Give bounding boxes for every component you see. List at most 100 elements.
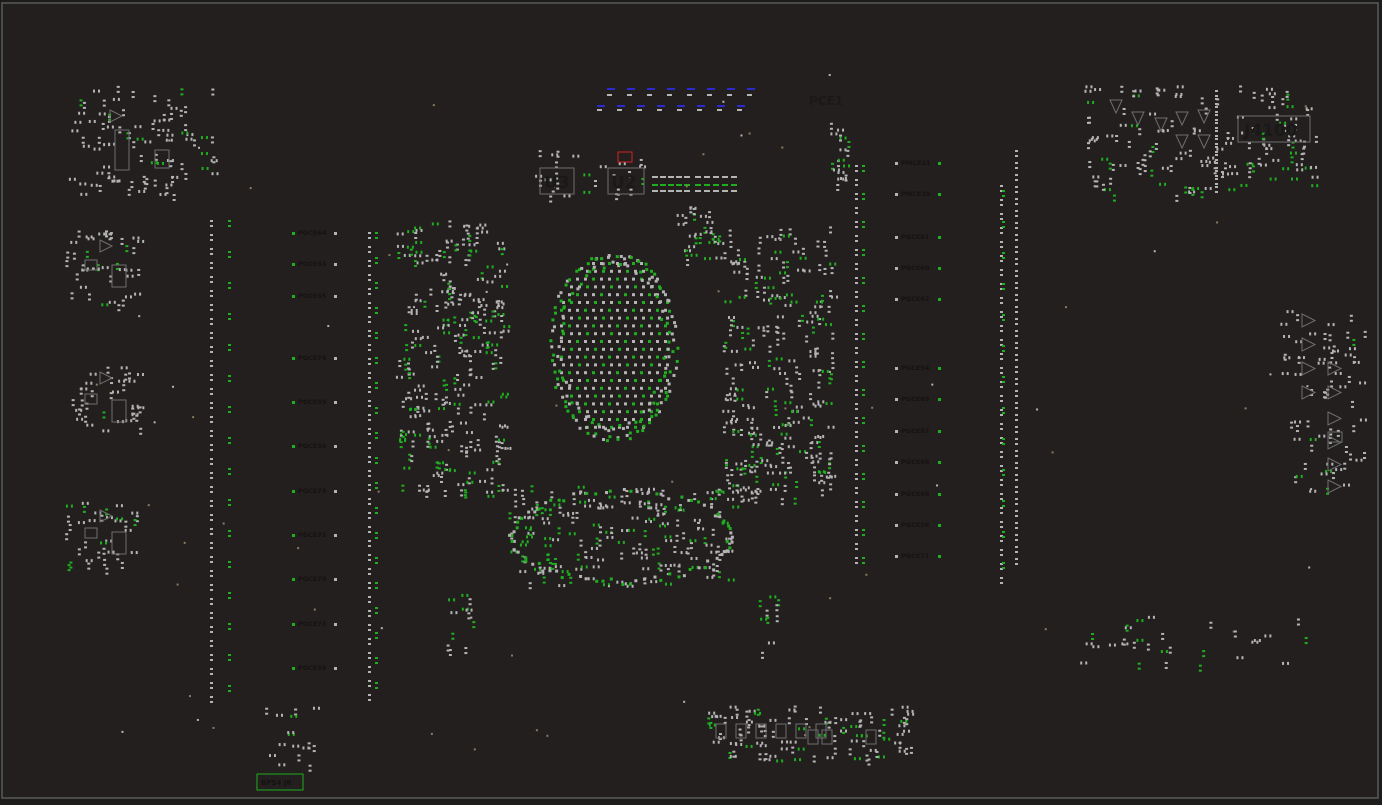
pad [368, 624, 371, 626]
pad [668, 184, 674, 186]
pad [634, 379, 637, 382]
pad [450, 611, 453, 615]
pad [307, 746, 310, 750]
pad [477, 298, 480, 302]
pad [1352, 430, 1356, 433]
designator-bottom-connector[interactable]: BPS4 JR [256, 773, 304, 791]
pad [427, 437, 431, 440]
pad [507, 329, 510, 333]
label-pgce74: PGCE74 [298, 354, 327, 362]
pad [228, 282, 231, 284]
designator-u3[interactable]: U3 [539, 167, 575, 195]
pad [408, 453, 412, 456]
pad [419, 433, 422, 437]
pad [617, 540, 620, 544]
pad [79, 392, 83, 395]
pad [789, 384, 793, 387]
pad [535, 506, 539, 509]
pad [601, 579, 605, 583]
pad [1198, 664, 1202, 667]
pad [132, 236, 135, 240]
pad [1215, 130, 1218, 132]
pad [88, 119, 91, 123]
pad [862, 529, 865, 531]
pad [767, 439, 771, 442]
pad [106, 371, 110, 374]
pad [450, 301, 454, 304]
pad [667, 355, 671, 359]
pad [1298, 437, 1301, 441]
pad [210, 458, 213, 460]
designator-u2[interactable]: U2 [607, 167, 645, 195]
pad [477, 301, 481, 304]
pad [469, 441, 473, 444]
pad [435, 466, 439, 469]
pad [410, 311, 413, 315]
pad [741, 325, 744, 329]
pad [621, 427, 625, 431]
pad [107, 172, 111, 175]
pad [689, 249, 692, 253]
pad [772, 641, 775, 645]
pad [210, 486, 213, 488]
pad [1200, 102, 1204, 105]
pad [167, 128, 170, 132]
pad [549, 537, 552, 541]
pad [776, 343, 780, 346]
pad [762, 286, 766, 289]
pad [608, 386, 611, 390]
pad [725, 367, 729, 370]
pad [592, 340, 595, 343]
pad [673, 546, 677, 549]
pad [618, 316, 621, 320]
label-pgce65: PGCE65 [298, 292, 327, 300]
pad [862, 557, 865, 559]
pad [1221, 147, 1224, 151]
label-pmce19: PMCE19 [901, 190, 931, 198]
pad [1359, 381, 1362, 385]
pad [677, 105, 685, 107]
pad [1295, 117, 1298, 121]
pad [453, 287, 456, 291]
pad [1329, 428, 1333, 431]
pad [1015, 438, 1018, 440]
pad [1015, 534, 1018, 536]
pad [730, 421, 733, 425]
pad [210, 528, 213, 530]
pad [114, 519, 117, 523]
pad [151, 123, 155, 126]
designator-pce1[interactable]: PCE1 [809, 94, 843, 108]
pad [723, 716, 727, 719]
pad [643, 535, 647, 538]
pad [647, 500, 651, 503]
pad [1170, 125, 1174, 128]
pad [584, 551, 588, 554]
pad [424, 392, 428, 395]
pad [141, 373, 144, 377]
pad [787, 422, 791, 425]
pad [610, 527, 614, 530]
pad [107, 120, 111, 123]
pad [821, 369, 824, 373]
pad [210, 659, 213, 661]
pad [459, 421, 462, 425]
pad [789, 423, 792, 427]
pad [830, 162, 834, 165]
pad [598, 539, 602, 542]
pad [1260, 94, 1264, 97]
pad [670, 539, 673, 543]
pad [132, 252, 136, 255]
pad [446, 649, 450, 652]
pad [797, 250, 800, 254]
pad [695, 190, 701, 192]
pad [1245, 183, 1248, 187]
pad [476, 277, 479, 281]
pad [855, 305, 858, 307]
pad [375, 412, 378, 414]
pad [659, 492, 663, 496]
pad [735, 708, 739, 711]
pad [737, 490, 740, 494]
pad [562, 363, 565, 367]
designator-j4100[interactable]: J4100 [1237, 115, 1311, 143]
